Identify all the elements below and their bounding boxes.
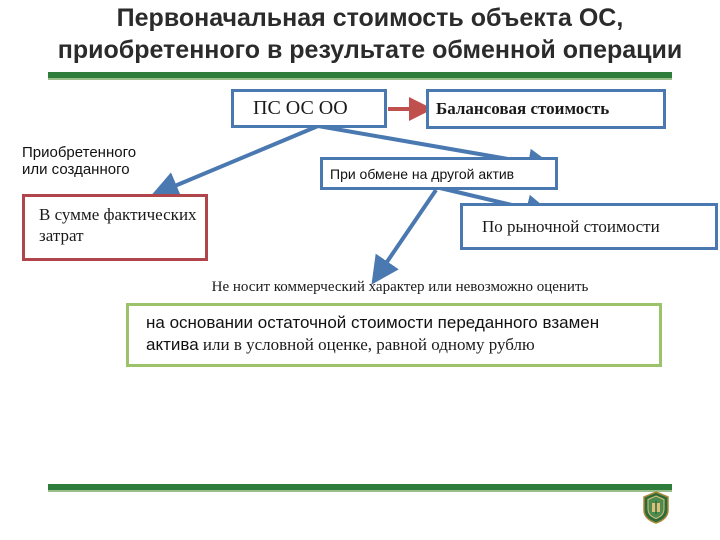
page-title: Первоначальная стоимость объекта ОС, при… <box>57 4 683 64</box>
bottom-divider <box>48 484 672 492</box>
balance-value-node: Балансовая стоимость <box>426 89 666 129</box>
acquired-label: Приобретенного или созданного <box>22 144 137 178</box>
balance-value-label: Балансовая стоимость <box>436 99 610 118</box>
market-value-node: По рыночной стоимости <box>460 203 718 250</box>
root-node-label: ПС ОС ОО <box>253 97 348 119</box>
root-node: ПС ОС ОО <box>231 89 387 128</box>
residual-value-node: на основании остаточной стоимости переда… <box>126 303 662 367</box>
top-divider <box>48 72 672 80</box>
arrow-root-to-acquired <box>150 124 319 199</box>
arrow-exchange-to-noncommercial <box>371 188 438 285</box>
exchange-label: При обмене на другой актив <box>330 166 515 182</box>
exchange-node: При обмене на другой актив <box>320 157 558 190</box>
crest-emblem-icon <box>643 491 669 524</box>
non-commercial-label: Не носит коммерческий характер или невоз… <box>211 279 589 295</box>
residual-value-label-part2: или в условной оценке, равной одному руб… <box>198 335 535 354</box>
market-value-label: По рыночной стоимости <box>482 217 660 236</box>
residual-value-label-part1: на основании остаточной стоимости переда… <box>146 313 600 354</box>
actual-costs-label: В сумме фактических затрат <box>39 205 197 245</box>
actual-costs-node: В сумме фактических затрат <box>22 194 208 261</box>
